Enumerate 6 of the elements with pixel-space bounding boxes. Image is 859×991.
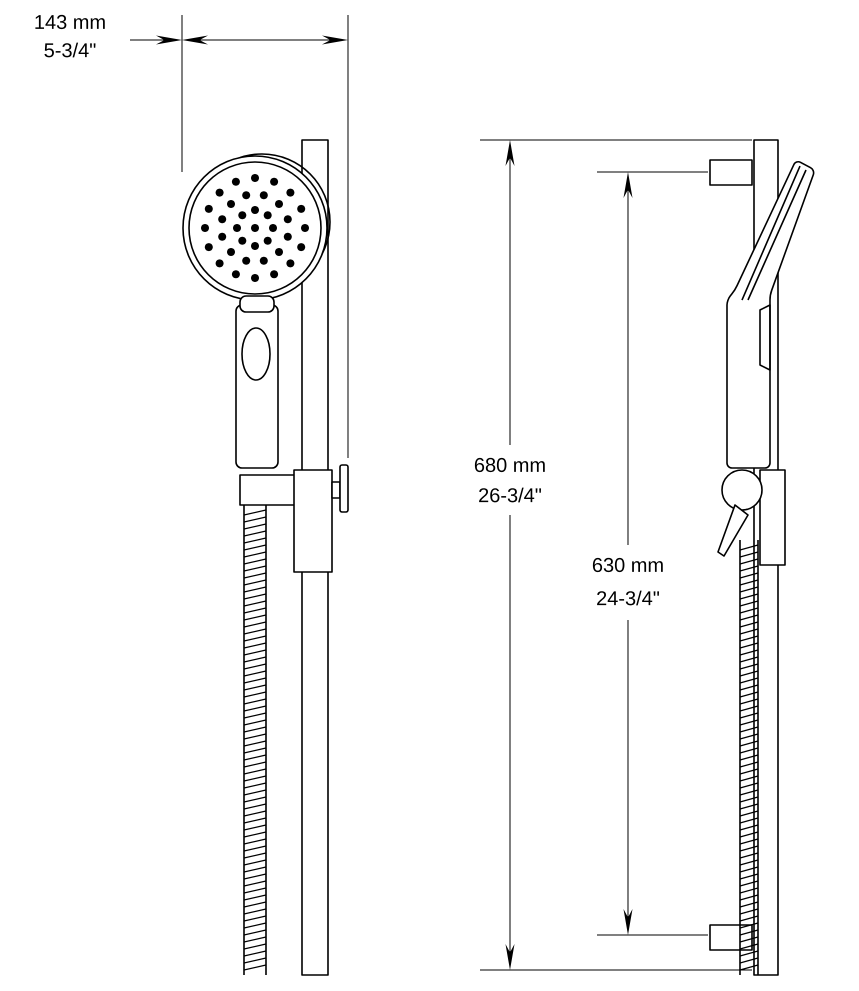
- dimension-label: 24-3/4": [597, 590, 660, 606]
- dimension-label: 26-3/4": [479, 488, 542, 502]
- dimension-label: 143 mm: [35, 14, 105, 30]
- dimension-label: 5-3/4": [44, 42, 96, 58]
- dimension-label: 680 mm: [474, 458, 545, 472]
- dimension-label: 630 mm: [592, 558, 663, 572]
